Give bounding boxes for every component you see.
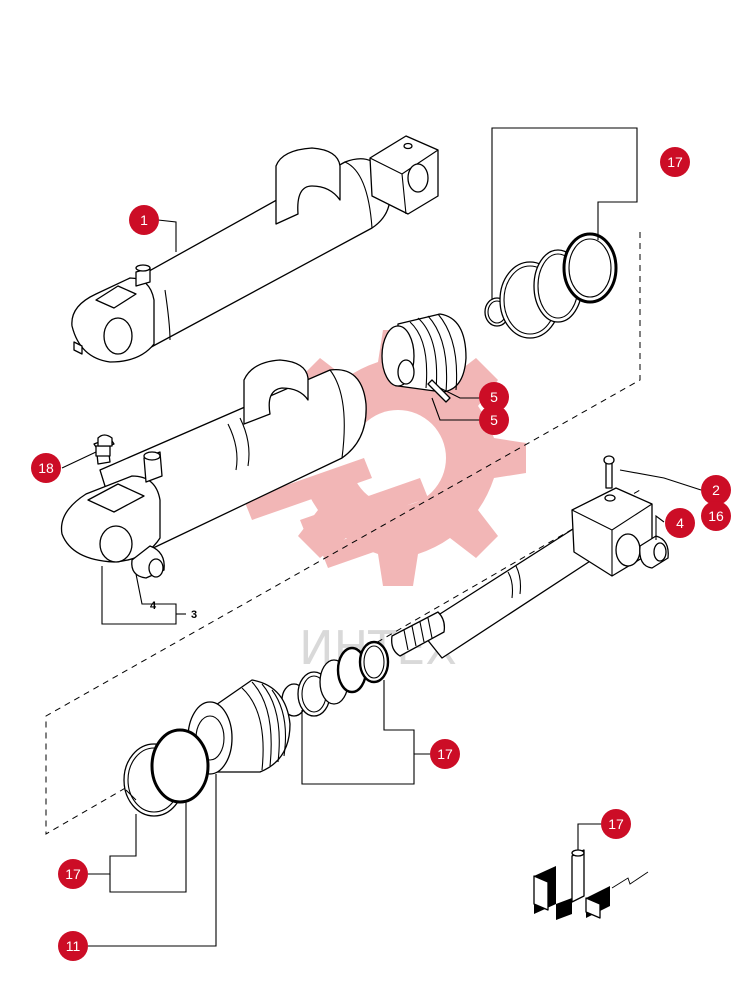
svg-text:17: 17 — [437, 746, 453, 762]
grease-nipple-part-18 — [95, 434, 113, 457]
svg-text:2: 2 — [712, 482, 720, 498]
callout-5: 5 — [479, 405, 509, 435]
rod-seal-rings — [281, 640, 390, 717]
callout-18: 18 — [31, 453, 61, 483]
watermark-gear-hole — [350, 410, 446, 506]
callout-16: 16 — [701, 501, 731, 531]
lubrication-symbol-icon — [533, 849, 649, 920]
svg-text:5: 5 — [490, 412, 498, 428]
seal-rings-bottom-left — [123, 728, 210, 817]
svg-text:11: 11 — [66, 938, 81, 954]
piston-rod-assembly — [391, 455, 669, 659]
cylinder-barrel-part-3 — [60, 359, 367, 579]
callout-11: 11 — [58, 931, 88, 961]
svg-text:18: 18 — [38, 460, 54, 476]
piston-part-5 — [381, 313, 467, 403]
callout-badges: 1 17 5 5 18 2 16 4 — [31, 147, 731, 961]
svg-text:5: 5 — [490, 389, 498, 405]
svg-text:17: 17 — [608, 816, 624, 832]
plain-labels: 4 3 — [150, 600, 197, 621]
callout-5-upper: 5 — [479, 382, 509, 412]
svg-text:17: 17 — [65, 866, 81, 882]
callout-4: 4 — [665, 508, 695, 538]
label-3: 3 — [191, 609, 197, 621]
callout-17-top: 17 — [660, 147, 690, 177]
callout-1: 1 — [129, 205, 159, 235]
seal-kit-rings-top — [484, 232, 618, 339]
svg-text:4: 4 — [676, 515, 684, 531]
callout-17-bottom-left: 17 — [58, 859, 88, 889]
label-4: 4 — [150, 600, 157, 612]
svg-text:17: 17 — [667, 154, 683, 170]
svg-text:1: 1 — [140, 212, 148, 228]
leader-lines — [61, 127, 702, 947]
svg-text:16: 16 — [708, 508, 724, 524]
callout-17-symbol: 17 — [601, 809, 631, 839]
cylinder-assembly-part-1 — [71, 135, 439, 363]
callout-2: 2 — [701, 475, 731, 505]
callout-17-middle: 17 — [430, 739, 460, 769]
